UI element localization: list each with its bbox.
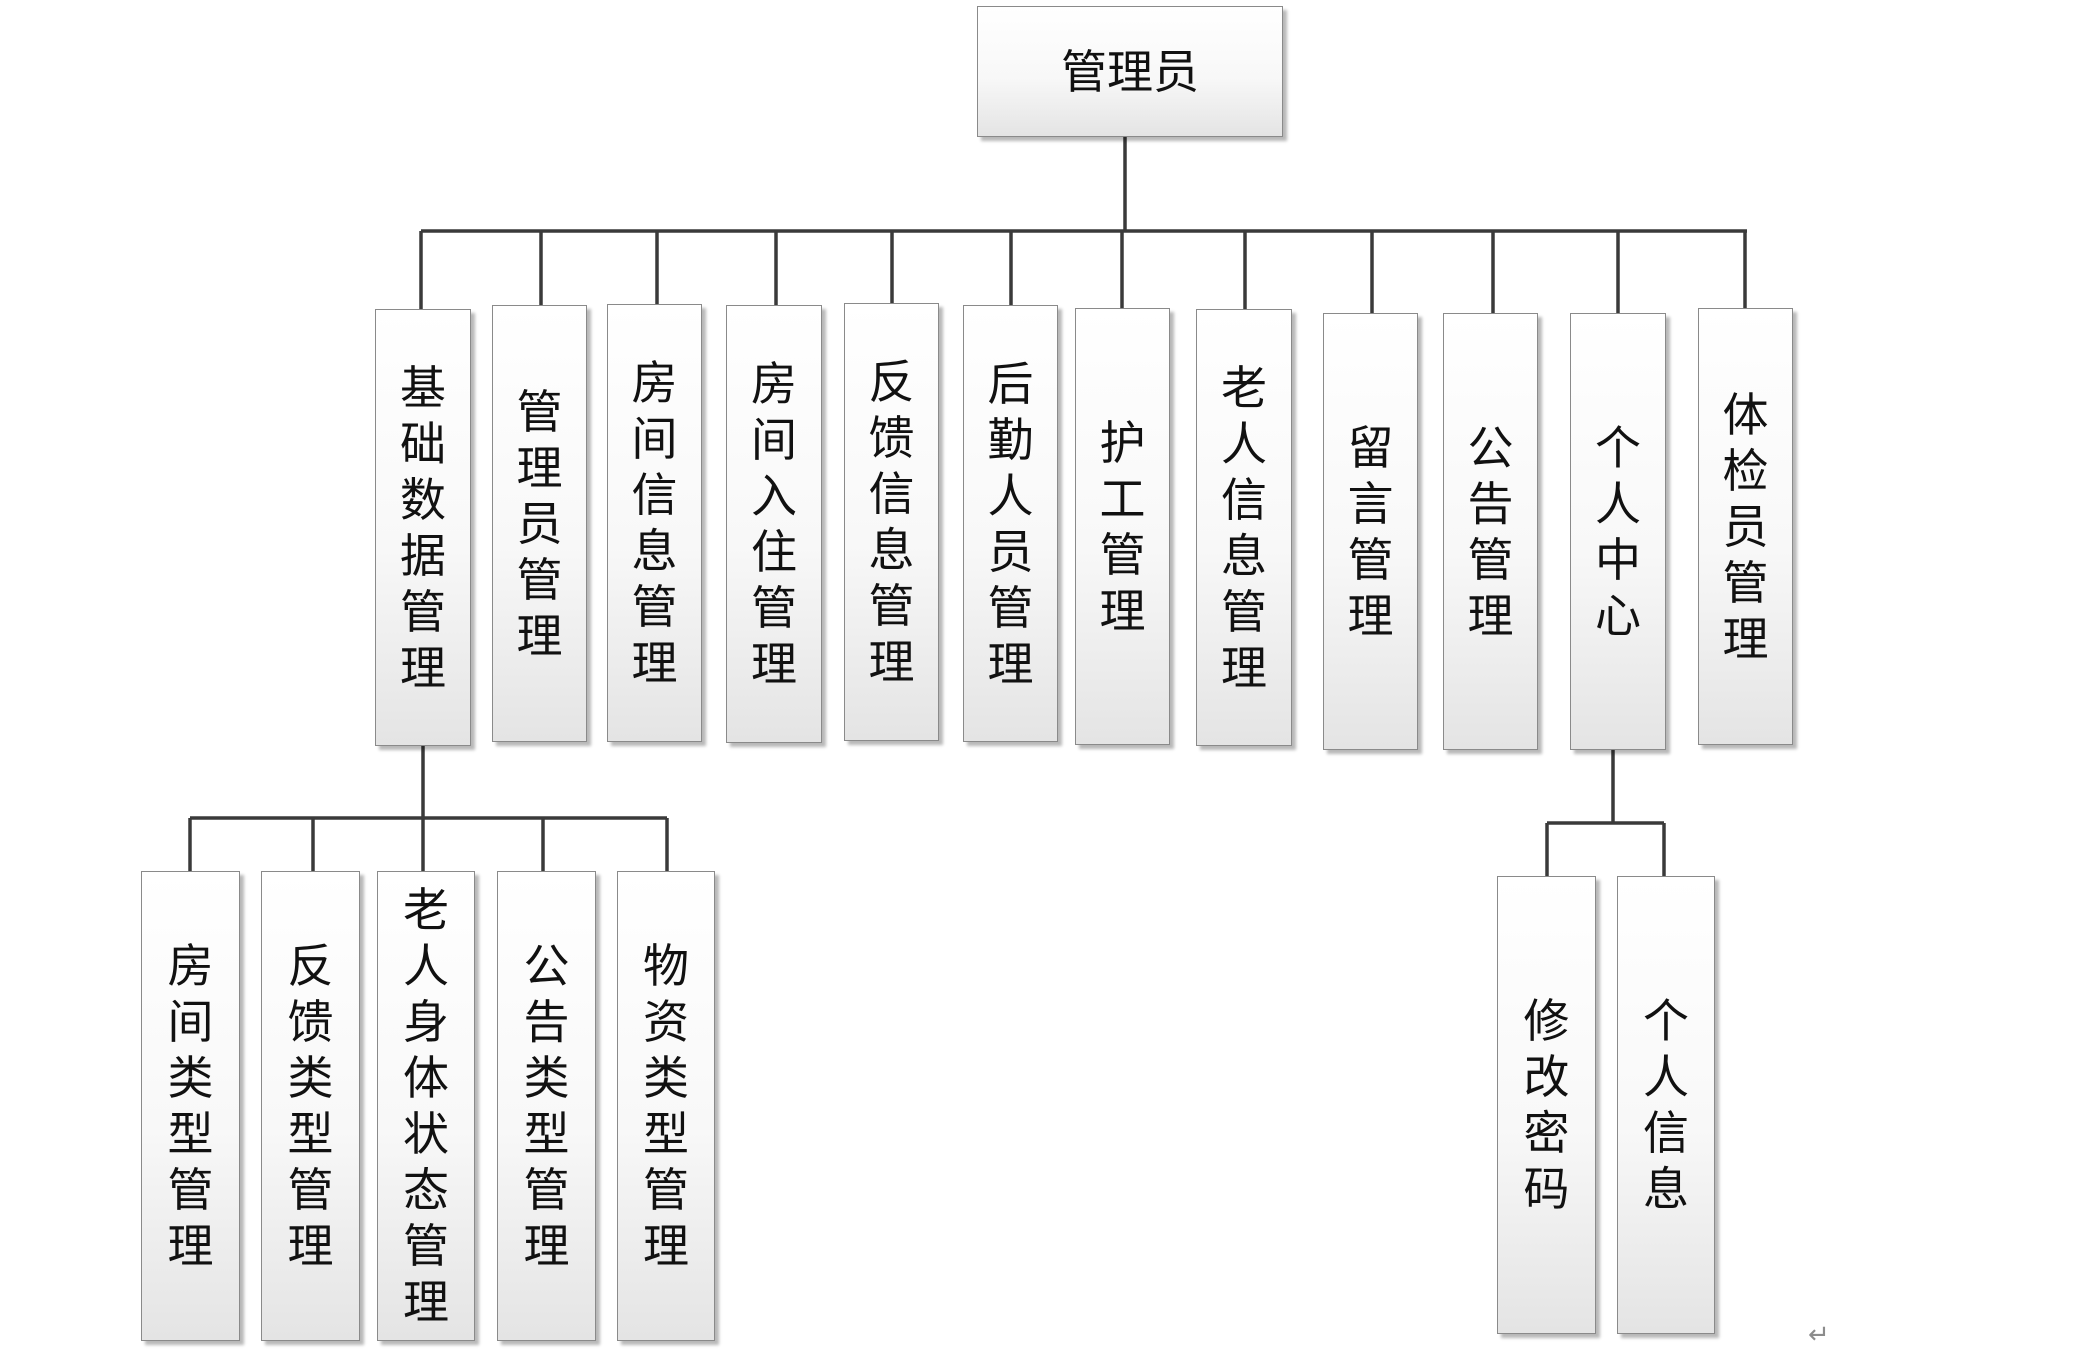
node-room-type-management: 房间类型管理 [141,871,240,1341]
node-label: 公告管理 [1467,420,1514,643]
node-label: 后勤人员管理 [987,356,1034,691]
node-label: 个人中心 [1595,420,1641,643]
node-label: 反馈类型管理 [287,939,334,1273]
node-label: 管理员管理 [516,384,563,663]
node-feedback-info-management: 反馈信息管理 [844,303,939,741]
node-announcement-management: 公告管理 [1443,313,1538,750]
paragraph-mark: ↵ [1808,1320,1830,1350]
node-room-checkin-management: 房间入住管理 [726,305,822,743]
node-supplies-type-management: 物资类型管理 [617,871,715,1341]
node-label: 老人信息管理 [1221,360,1267,695]
node-logistics-staff-management: 后勤人员管理 [963,305,1058,742]
node-label: 反馈信息管理 [868,355,915,689]
node-message-management: 留言管理 [1323,313,1418,750]
node-label: 修改密码 [1523,994,1570,1216]
node-label: 公告类型管理 [523,939,570,1273]
node-label: 个人信息 [1643,994,1689,1216]
node-examiner-management: 体检员管理 [1698,308,1793,745]
node-admin-label: 管理员 [1061,44,1199,99]
node-room-info-management: 房间信息管理 [607,304,702,742]
node-basic-data-management: 基础数据管理 [375,309,471,746]
node-label: 体检员管理 [1722,387,1769,666]
node-label: 老人身体状态管理 [403,883,449,1329]
node-label: 物资类型管理 [643,939,689,1273]
node-feedback-type-management: 反馈类型管理 [261,871,360,1341]
node-change-password: 修改密码 [1497,876,1596,1334]
node-elder-health-status-management: 老人身体状态管理 [377,871,475,1341]
node-label: 房间入住管理 [751,357,797,691]
node-label: 护工管理 [1099,415,1146,638]
node-label: 留言管理 [1347,420,1394,643]
node-admin-management: 管理员管理 [492,305,587,742]
node-announcement-type-management: 公告类型管理 [497,871,596,1341]
node-label: 基础数据管理 [400,360,446,695]
node-elder-info-management: 老人信息管理 [1196,309,1292,746]
node-label: 房间信息管理 [631,356,678,690]
node-personal-info: 个人信息 [1617,876,1715,1334]
node-label: 房间类型管理 [167,939,214,1273]
node-caregiver-management: 护工管理 [1075,308,1170,745]
node-personal-center: 个人中心 [1570,313,1666,750]
node-admin: 管理员 [977,6,1283,137]
